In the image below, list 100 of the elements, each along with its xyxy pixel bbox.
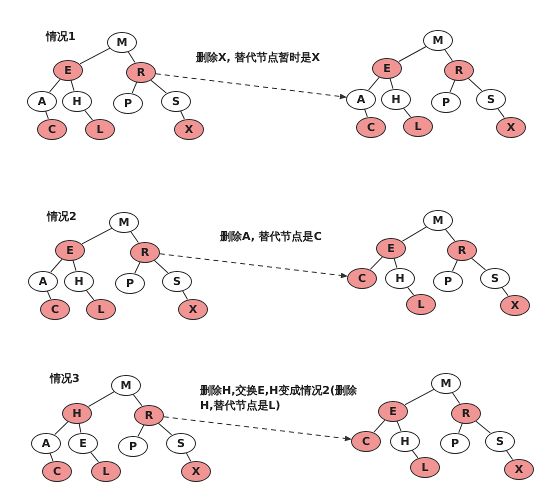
tree-node: A [28,270,58,292]
tree-link [86,290,94,300]
tree-link [497,108,505,118]
tree-node: P [431,92,461,112]
tree-node: C [356,116,386,138]
tree-link [475,420,491,434]
tree-link [398,46,427,62]
tree-link [132,82,138,94]
tree-node: L [406,294,436,314]
tree-link [368,76,380,90]
tree-node: E [55,240,85,260]
tree-node: M [109,212,139,232]
tree-link [154,260,168,274]
tree-link [54,421,69,435]
tree-node: C [37,118,67,140]
tree-node: E [68,432,98,454]
tree-link [78,422,82,434]
tree-link [404,388,434,406]
tree-link [452,260,458,272]
tree-node: M [423,210,453,230]
tree-node: R [126,62,156,82]
tree-node: L [86,298,116,320]
tree-node: E [53,60,83,80]
tree-link [452,392,460,404]
tree-node: H [385,268,415,288]
tree-link [402,226,428,242]
tree-node: C [347,268,377,288]
tree-node: R [444,60,474,80]
tree-node: L [91,460,121,482]
edge-label: 删除A, 替代节点是C [220,229,322,244]
tree-node: L [410,456,440,478]
tree-link [132,394,142,406]
tree-link [130,230,139,244]
arrow [163,416,352,442]
tree-node: X [504,458,534,480]
tree-node: H [381,88,411,110]
tree-node: A [27,90,57,112]
arrow [155,73,347,100]
tree-link [128,51,136,63]
tree-link [458,422,463,434]
tree-link [158,422,172,436]
tree-link [412,450,418,458]
tree-node: S [161,90,191,112]
tree-link [70,80,74,92]
tree-link [394,258,398,268]
tree-link [46,290,52,300]
tree-link [90,452,99,462]
tree-node: S [485,430,515,452]
tree-node: X [500,294,530,316]
tree-node: A [31,432,61,454]
tree-link [390,78,394,90]
tree-link [444,48,453,62]
tree-node: X [174,118,204,140]
edge-label: 删除H,交换E,H变成情况2(删除H,替代节点是L) [200,383,360,413]
tree-node: A [346,88,376,110]
tree-node: X [178,298,208,320]
tree-link [80,48,110,64]
tree-node: R [451,402,481,424]
tree-node: M [111,374,141,396]
case-title: 情况1 [46,29,76,44]
tree-node: P [118,436,148,456]
tree-node: P [115,272,145,294]
tree-link [506,450,514,460]
tree-link [182,290,188,300]
tree-node: S [480,268,510,288]
tree-node: L [403,116,433,136]
tree-node: H [62,402,92,424]
tree-link [82,228,112,244]
tree-link [406,286,414,296]
tree-link [84,110,93,120]
tree-node: R [447,240,477,260]
tree-link [180,110,185,120]
tree-node: R [130,242,160,262]
tree-link [370,256,384,270]
tree-link [444,228,456,242]
tree-link [396,420,402,432]
tree-link [468,78,482,92]
tree-node: M [423,30,453,50]
tree-node: H [390,430,420,452]
tree-node: C [42,460,72,482]
arrow [159,253,348,278]
tree-node: C [40,298,70,320]
tree-node: S [476,88,506,110]
tree-node: X [496,116,526,138]
tree-node: P [113,92,143,114]
tree-link [72,260,76,272]
tree-node: E [372,58,402,78]
tree-link [471,258,486,270]
tree-link [450,80,456,92]
tree-node: S [166,432,196,454]
tree-node: S [162,270,192,292]
tree-link [402,108,412,118]
tree-node: E [376,238,406,258]
tree-node: P [440,432,470,454]
case-title: 情况3 [50,371,80,386]
case-title: 情况2 [47,209,77,224]
tree-node: X [181,460,211,482]
tree-link [150,80,167,94]
tree-node: R [134,404,164,426]
tree-link [374,419,386,433]
